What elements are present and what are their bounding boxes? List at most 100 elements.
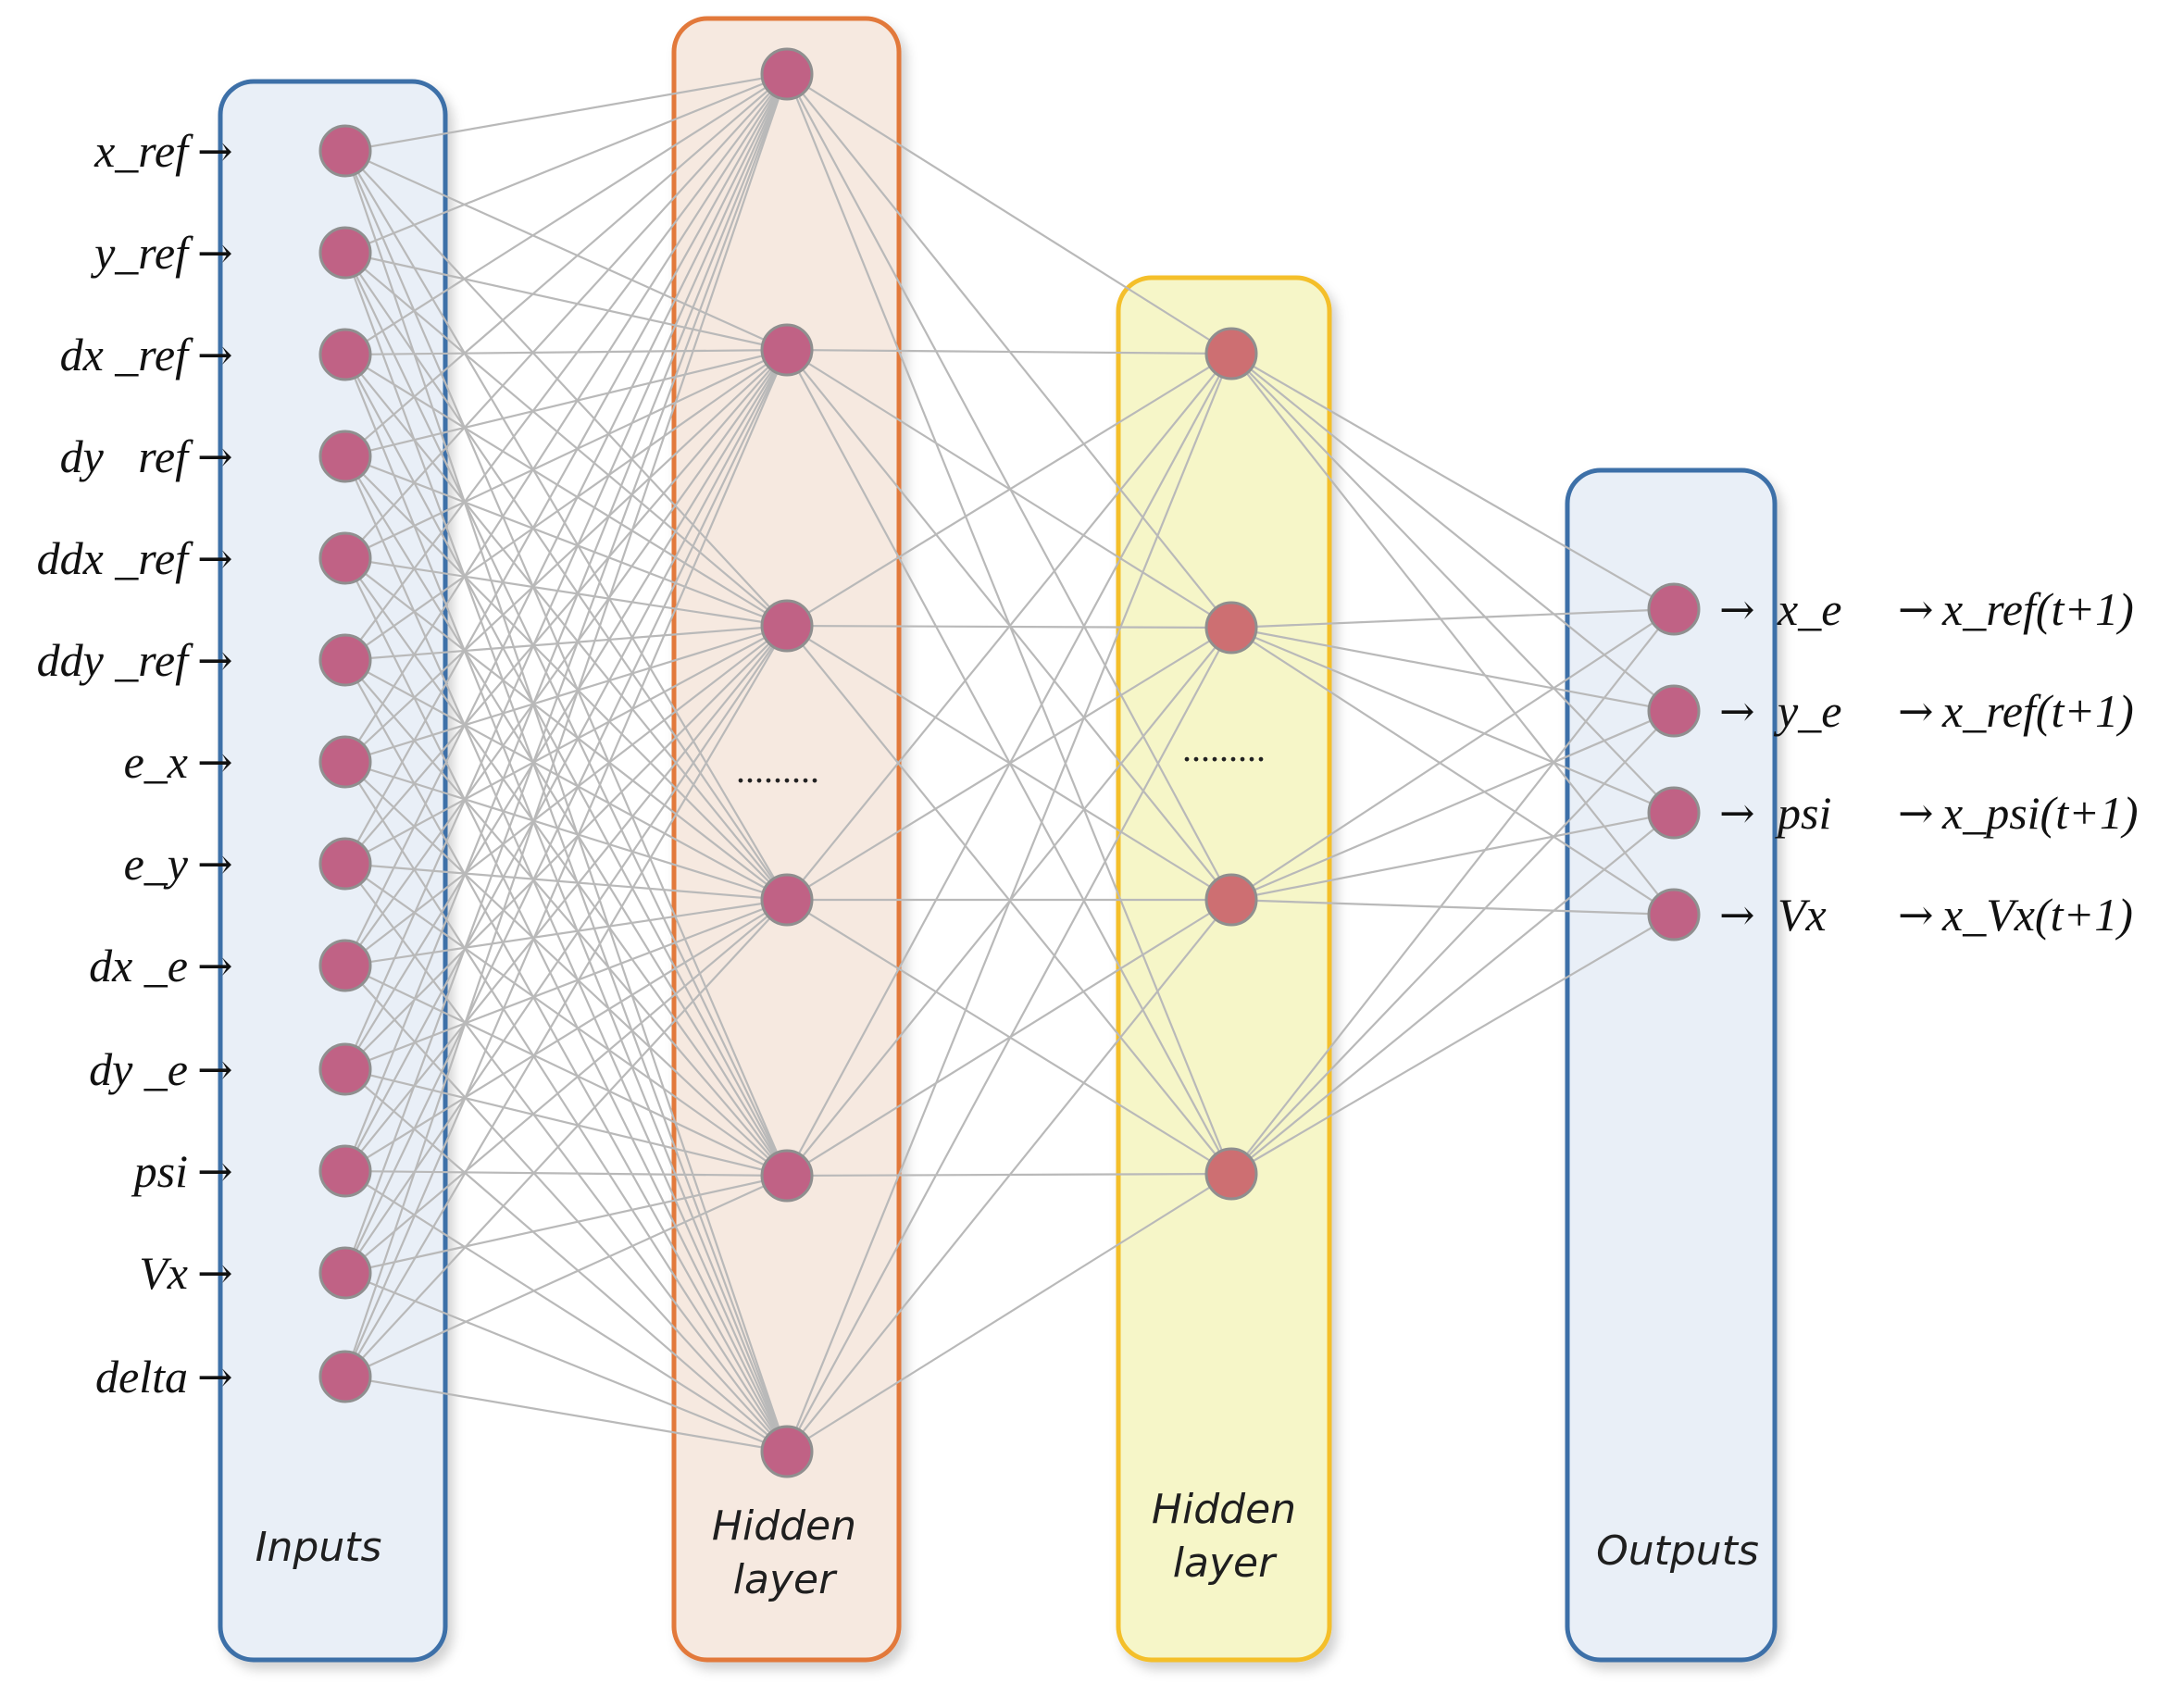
edge-l0-11-3 [344, 899, 788, 1274]
edge-l0-1-3 [344, 252, 788, 901]
input-label-2: dx _ref [60, 329, 193, 380]
inputs-layer-label: Inputs [256, 1524, 382, 1571]
hidden1-node-3 [760, 873, 814, 927]
input-node-4 [318, 531, 372, 585]
edge-l2-3-0 [1230, 608, 1675, 1175]
edge-l0-5-5 [344, 659, 788, 1452]
hidden1-node-2 [760, 599, 814, 653]
edge-l0-5-3 [344, 659, 788, 901]
input-arrow-6: → [197, 737, 233, 787]
input-arrow-3: → [197, 431, 233, 481]
edge-l0-12-0 [343, 73, 789, 1378]
connection-edges [343, 72, 1675, 1453]
edge-l0-6-3 [344, 760, 788, 902]
edge-l0-10-4 [344, 1169, 788, 1178]
input-label-10: psi [131, 1145, 188, 1197]
edge-l0-1-0 [344, 72, 788, 255]
edge-l2-3-2 [1230, 812, 1675, 1175]
hidden-layer-1-ellipsis: ......... [736, 749, 819, 791]
output-target-arrow-0: → [1898, 584, 1934, 634]
edge-l0-3-5 [343, 455, 789, 1452]
outputs-layer-box [1565, 468, 1778, 1663]
edge-l0-12-2 [344, 625, 788, 1378]
input-arrow-10: → [197, 1146, 233, 1196]
output-target-1: x_ref(t+1) [1941, 685, 2134, 737]
edge-l2-3-3 [1230, 914, 1675, 1175]
edge-l0-2-4 [344, 354, 788, 1177]
edge-l0-8-5 [344, 965, 788, 1452]
input-label-1: y_ref [90, 227, 193, 279]
outputs-layer-label: Outputs [1596, 1527, 1759, 1575]
input-label-3: dy ref [60, 430, 193, 482]
edge-l0-8-3 [344, 898, 788, 967]
edge-l0-5-1 [344, 349, 788, 661]
output-arrow-0: → [1719, 584, 1755, 634]
edge-l0-8-4 [344, 965, 788, 1177]
edge-l2-3-1 [1230, 710, 1675, 1175]
input-arrow-7: → [197, 839, 233, 889]
edge-l0-5-4 [344, 659, 788, 1177]
edge-l1-1-2 [786, 349, 1232, 901]
output-arrow-2: → [1719, 788, 1755, 838]
input-node-11 [318, 1246, 372, 1300]
edge-l2-0-1 [1230, 353, 1675, 712]
edge-l2-1-2 [1230, 626, 1675, 815]
hidden-layer-2-label-line-2: layer [1173, 1540, 1278, 1587]
edge-l1-4-0 [786, 353, 1232, 1177]
input-arrow-5: → [197, 635, 233, 685]
edge-l1-2-0 [786, 353, 1232, 627]
input-arrow-1: → [197, 228, 233, 278]
edge-l0-4-4 [344, 557, 788, 1177]
output-arrow-1: → [1719, 686, 1755, 736]
edge-l0-12-4 [344, 1174, 788, 1378]
edge-l0-5-0 [344, 73, 788, 661]
edge-l1-0-0 [786, 73, 1232, 355]
hidden-layer-2-box [1116, 275, 1332, 1663]
hidden1-node-1 [760, 323, 814, 377]
edge-l0-11-4 [344, 1174, 788, 1275]
edge-l0-11-5 [344, 1271, 788, 1453]
input-node-10 [318, 1144, 372, 1198]
edge-l0-8-1 [344, 349, 788, 966]
edge-l0-2-1 [344, 348, 788, 356]
edge-l0-10-3 [344, 899, 788, 1172]
output-target-0: x_ref(t+1) [1941, 583, 2134, 635]
output-name-1: y_e [1773, 685, 1841, 737]
output-node-2 [1647, 786, 1701, 840]
input-node-9 [318, 1042, 372, 1096]
input-label-7: e_y [124, 838, 189, 890]
edge-l0-3-3 [344, 455, 788, 901]
input-node-12 [318, 1350, 372, 1403]
output-labels: →x_e→x_ref(t+1)→y_e→x_ref(t+1)→psi→x_psi… [1719, 583, 2138, 941]
input-node-3 [318, 430, 372, 483]
edge-l0-11-2 [344, 625, 788, 1274]
edge-l0-12-5 [344, 1375, 788, 1453]
edge-l1-3-0 [786, 353, 1232, 901]
input-arrow-9: → [197, 1044, 233, 1094]
edge-l0-0-3 [344, 150, 788, 901]
neuron-nodes [318, 47, 1701, 1478]
hidden-layer-2-label-line-1: Hidden [1152, 1486, 1296, 1533]
edge-l0-6-4 [344, 761, 788, 1177]
edge-l0-9-2 [344, 625, 788, 1070]
edge-l1-5-1 [786, 627, 1232, 1452]
input-node-7 [318, 837, 372, 891]
input-label-8: dx _e [89, 940, 188, 991]
hidden-layer-1-label-line-2: layer [733, 1556, 838, 1603]
edge-l0-1-4 [344, 252, 788, 1177]
output-name-0: x_e [1777, 583, 1841, 635]
edge-l2-2-3 [1230, 898, 1675, 916]
input-label-0: x_ref [94, 125, 193, 177]
edge-l0-0-2 [344, 150, 788, 627]
edge-l0-2-0 [344, 73, 788, 355]
hidden2-node-0 [1204, 327, 1258, 380]
hidden1-node-0 [760, 47, 814, 101]
input-labels: x_ref→y_ref→dx _ref→dy ref→ddx _ref→ddy … [37, 125, 233, 1403]
edge-l2-1-3 [1230, 627, 1675, 916]
edge-l0-5-2 [344, 624, 788, 662]
output-node-1 [1647, 684, 1701, 738]
edge-l0-4-1 [344, 349, 788, 559]
layer-ellipses: ......... ......... [736, 728, 1266, 791]
edge-l0-7-3 [344, 862, 788, 902]
output-target-2: x_psi(t+1) [1941, 787, 2138, 839]
